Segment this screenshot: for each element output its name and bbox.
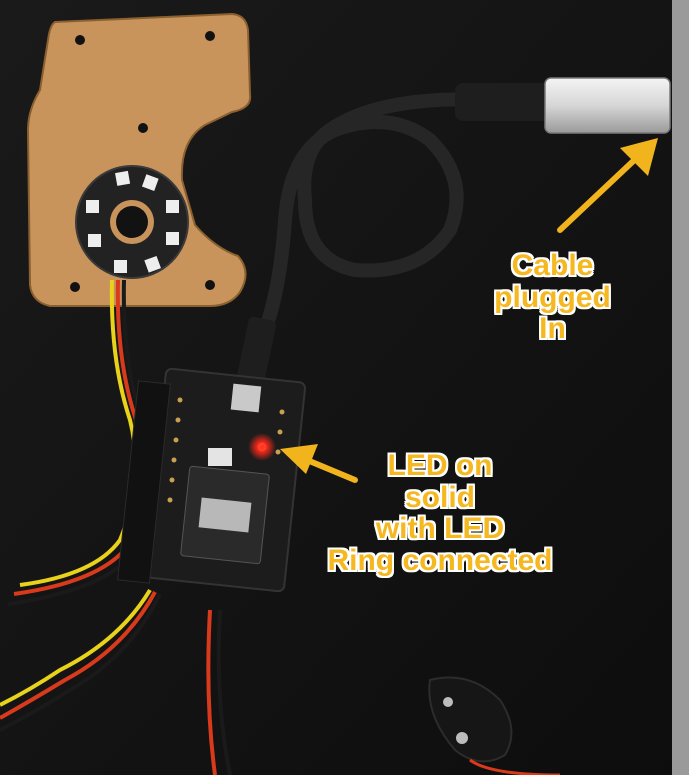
led-ring [75, 165, 189, 279]
ring-led [166, 200, 179, 213]
arrow-up-right-icon [557, 138, 658, 233]
ring-led [86, 200, 99, 213]
plate-hole [75, 35, 85, 45]
plate-hole [205, 280, 215, 290]
board-wires [0, 588, 232, 775]
plate-hole [70, 282, 80, 292]
status-led [259, 444, 265, 450]
plate-hole [138, 123, 148, 133]
ring-led [114, 260, 127, 273]
arrow-left-icon [280, 444, 358, 483]
ring-led [141, 174, 159, 191]
battery-snap [428, 676, 513, 763]
cable-plugged-caption: Cable plugged In [494, 249, 611, 345]
esp32-board [117, 367, 306, 593]
usb-cable-strain-relief [455, 83, 555, 121]
ring-led [88, 234, 101, 247]
ring-led [166, 232, 179, 245]
usb-board-connector [235, 316, 277, 390]
usb-cable [258, 92, 497, 337]
usb-plug [544, 77, 671, 134]
right-edge-frame [672, 0, 689, 775]
ring-led [115, 170, 131, 186]
ring-led [144, 255, 161, 273]
plate-hole [205, 31, 215, 41]
led-status-caption: LED on solid with LED Ring connected [327, 449, 553, 577]
